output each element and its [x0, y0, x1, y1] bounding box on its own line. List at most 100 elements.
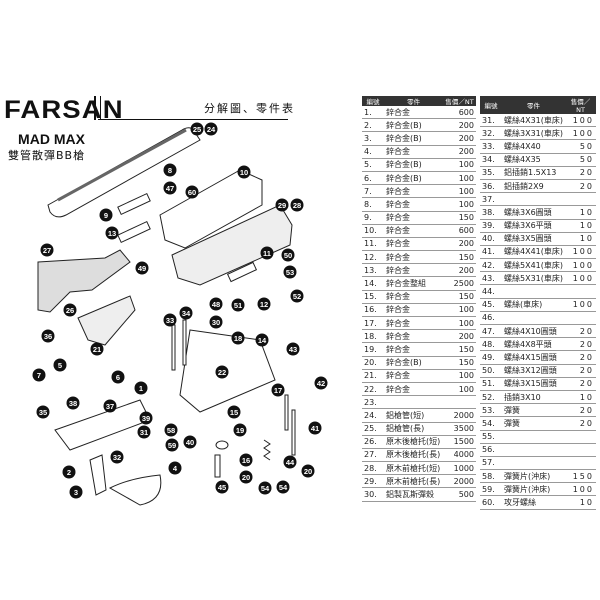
callout-label: 31 [140, 428, 148, 437]
part-name: 原木前槍托(長) [384, 474, 444, 489]
callout-label: 12 [260, 300, 268, 309]
callout-43: 43 [286, 342, 300, 356]
callout-circle [103, 399, 117, 413]
part-number: 21. [362, 369, 384, 383]
table-row: 55. [480, 430, 596, 444]
part-name: 鋅合金 [384, 382, 444, 397]
callout-31: 31 [137, 425, 151, 439]
callout-label: 11 [263, 249, 271, 258]
col-number: 編號 [362, 96, 384, 106]
part-number: 12. [362, 250, 384, 265]
part-price: 200 [443, 263, 476, 278]
callout-17: 17 [271, 383, 285, 397]
page-subtitle: 分解圖、零件表 [204, 102, 295, 115]
table-row: 31.螺絲4X31(車床)100 [480, 114, 596, 128]
callout-circle [36, 405, 50, 419]
table-row: 46. [480, 311, 596, 326]
part-name: 彈簧 [502, 403, 565, 418]
part-name: 螺絲3X6圓頭 [502, 205, 565, 220]
part-number: 41. [480, 245, 502, 260]
callout-3: 3 [69, 485, 83, 499]
table-row: 59.彈簧片(沖床)100 [480, 482, 596, 497]
part-number: 49. [480, 350, 502, 365]
table-row: 45.螺絲(車床)100 [480, 298, 596, 312]
table-row: 43.螺絲5X31(車床)100 [480, 271, 596, 286]
part-number: 17. [362, 316, 384, 331]
part-price: 150 [565, 469, 596, 484]
part-number: 25. [362, 422, 384, 436]
callout-label: 50 [284, 251, 292, 260]
col-number: 編號 [480, 96, 502, 114]
callout-circle [301, 464, 315, 478]
part-number: 3. [362, 131, 384, 146]
part-number: 47. [480, 324, 502, 339]
bolt-part [117, 192, 151, 216]
screw-part [291, 409, 296, 456]
part-name [502, 456, 565, 471]
part-price [565, 456, 596, 471]
part-price: 200 [443, 118, 476, 133]
part-name: 鋅合金(B) [384, 118, 444, 133]
part-price: 100 [565, 258, 596, 273]
table-row: 20.鋅合金(B)150 [362, 356, 476, 370]
callout-label: 26 [66, 306, 74, 315]
screw-part [214, 454, 221, 478]
part-price [565, 443, 596, 457]
part-price: 10 [565, 219, 596, 233]
callout-49: 49 [135, 261, 149, 275]
callout-circle [137, 425, 151, 439]
part-name: 鋅合金 [384, 211, 444, 225]
callout-5: 5 [53, 358, 67, 372]
callout-47: 47 [163, 181, 177, 195]
table-row: 44. [480, 284, 596, 299]
part-price: 100 [565, 271, 596, 286]
callout-label: 38 [69, 399, 77, 408]
part-price: 100 [443, 303, 476, 318]
part-price: 20 [565, 364, 596, 378]
part-number: 20. [362, 356, 384, 370]
callout-circle [190, 122, 204, 136]
callout-59: 59 [165, 438, 179, 452]
callout-circle [204, 122, 218, 136]
col-price: 售價／NT [443, 96, 476, 106]
callout-circle [163, 163, 177, 177]
callout-circle [255, 333, 269, 347]
callout-label: 58 [167, 426, 175, 435]
part-number: 14. [362, 276, 384, 291]
callout-26: 26 [63, 303, 77, 317]
callout-2: 2 [62, 465, 76, 479]
callout-15: 15 [227, 405, 241, 419]
callout-circle [163, 181, 177, 195]
part-name: 鋅合金(B) [384, 131, 444, 146]
callout-circle [286, 342, 300, 356]
shell-part [215, 440, 229, 450]
part-name: 鋅合金 [384, 250, 444, 265]
callout-circle [290, 198, 304, 212]
part-price: 3500 [443, 422, 476, 436]
part-number: 56. [480, 443, 502, 457]
part-number: 11. [362, 237, 384, 252]
callout-circle [260, 246, 274, 260]
part-number: 16. [362, 303, 384, 318]
part-number: 13. [362, 263, 384, 278]
callout-10: 10 [237, 165, 251, 179]
callout-circle [231, 298, 245, 312]
col-price: 售價／NT [565, 96, 596, 114]
callout-circle [215, 480, 229, 494]
callout-label: 2 [67, 468, 71, 477]
part-name: 螺絲3X31(車床) [502, 126, 565, 141]
callout-label: 60 [188, 188, 196, 197]
callout-circle [283, 265, 297, 279]
callout-label: 35 [39, 408, 47, 417]
part-price: 2500 [443, 276, 476, 291]
